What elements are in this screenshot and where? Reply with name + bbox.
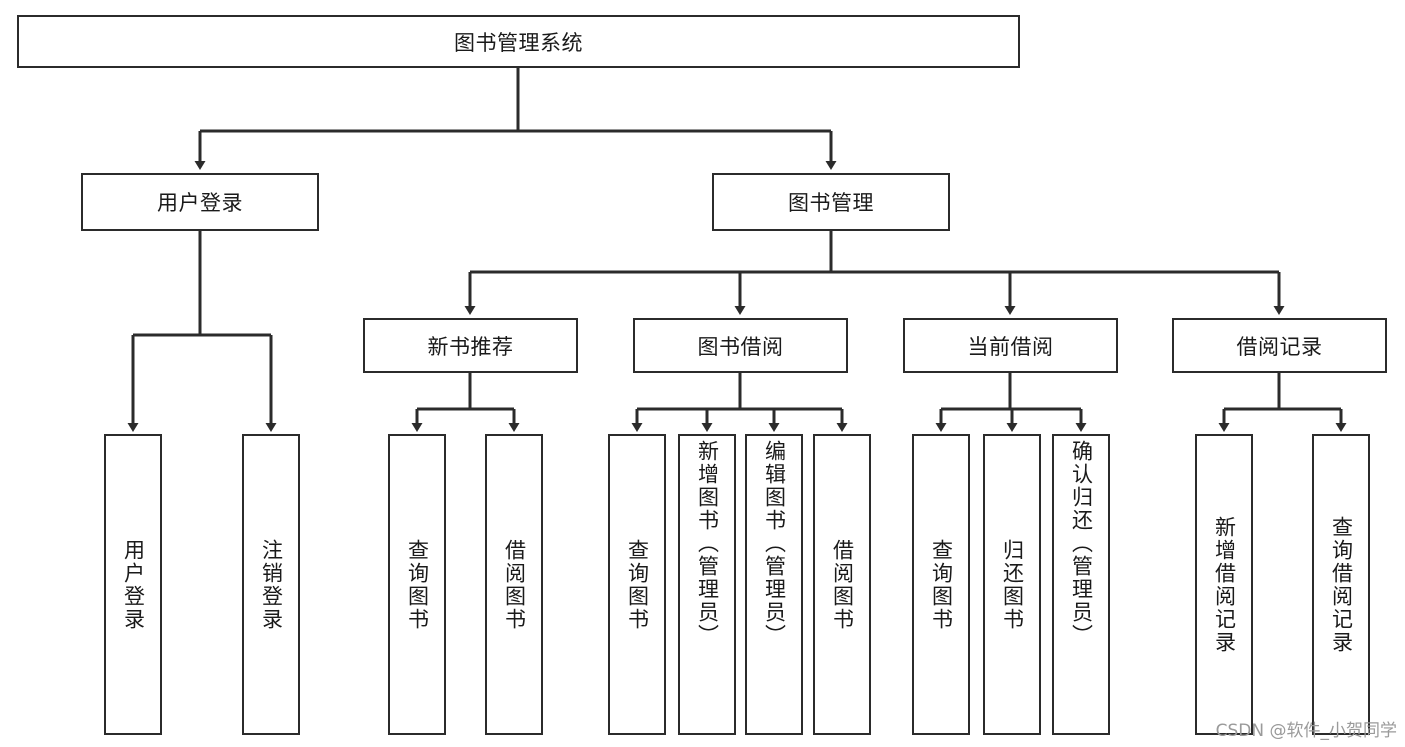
node-current-borrow[interactable]: 当前借阅	[903, 318, 1118, 373]
node-leaf-borrow-book-1-label: 借阅图书	[502, 538, 527, 631]
node-leaf-query-borrow-record-label: 查询借阅记录	[1329, 515, 1354, 654]
node-current-borrow-label: 当前借阅	[967, 334, 1054, 359]
node-leaf-query-borrow-record[interactable]: 查询借阅记录	[1312, 434, 1370, 735]
node-leaf-query-book-2[interactable]: 查询图书	[608, 434, 666, 735]
node-leaf-add-book-admin[interactable]: 新增图书（管理员）	[678, 434, 736, 735]
node-leaf-edit-book-admin[interactable]: 编辑图书（管理员）	[745, 434, 803, 735]
node-leaf-confirm-return-admin[interactable]: 确认归还（管理员）	[1052, 434, 1110, 735]
node-book-borrow[interactable]: 图书借阅	[633, 318, 848, 373]
node-leaf-edit-book-admin-label: 编辑图书（管理员）	[762, 440, 787, 647]
node-root-label: 图书管理系统	[454, 30, 583, 55]
node-leaf-confirm-return-admin-label: 确认归还（管理员）	[1069, 440, 1094, 647]
node-root[interactable]: 图书管理系统	[17, 15, 1020, 68]
node-leaf-return-book[interactable]: 归还图书	[983, 434, 1041, 735]
node-leaf-add-borrow-record[interactable]: 新增借阅记录	[1195, 434, 1253, 735]
node-leaf-query-book-1-label: 查询图书	[405, 538, 430, 631]
node-new-book-rec[interactable]: 新书推荐	[363, 318, 578, 373]
node-leaf-add-borrow-record-label: 新增借阅记录	[1212, 515, 1237, 654]
node-leaf-query-book-3[interactable]: 查询图书	[912, 434, 970, 735]
watermark: CSDN @软件_小贺同学	[1215, 721, 1397, 741]
node-leaf-query-book-2-label: 查询图书	[625, 538, 650, 631]
node-borrow-record-label: 借阅记录	[1236, 334, 1323, 359]
node-book-borrow-label: 图书借阅	[697, 334, 784, 359]
node-user-login-label: 用户登录	[157, 191, 243, 215]
node-leaf-query-book-3-label: 查询图书	[929, 538, 954, 631]
node-new-book-rec-label: 新书推荐	[427, 334, 514, 359]
node-leaf-query-book-1[interactable]: 查询图书	[388, 434, 446, 735]
node-leaf-add-book-admin-label: 新增图书（管理员）	[695, 440, 720, 647]
node-leaf-return-book-label: 归还图书	[1000, 538, 1025, 631]
node-leaf-borrow-book-1[interactable]: 借阅图书	[485, 434, 543, 735]
node-leaf-user-logout[interactable]: 注销登录	[242, 434, 300, 735]
node-leaf-borrow-book-2-label: 借阅图书	[830, 538, 855, 631]
node-leaf-borrow-book-2[interactable]: 借阅图书	[813, 434, 871, 735]
node-book-manage-label: 图书管理	[788, 191, 874, 215]
node-borrow-record[interactable]: 借阅记录	[1172, 318, 1387, 373]
node-leaf-user-login[interactable]: 用户登录	[104, 434, 162, 735]
node-leaf-user-logout-label: 注销登录	[259, 538, 284, 631]
node-leaf-user-login-label: 用户登录	[121, 538, 146, 631]
node-book-manage[interactable]: 图书管理	[712, 173, 950, 231]
node-user-login[interactable]: 用户登录	[81, 173, 319, 231]
